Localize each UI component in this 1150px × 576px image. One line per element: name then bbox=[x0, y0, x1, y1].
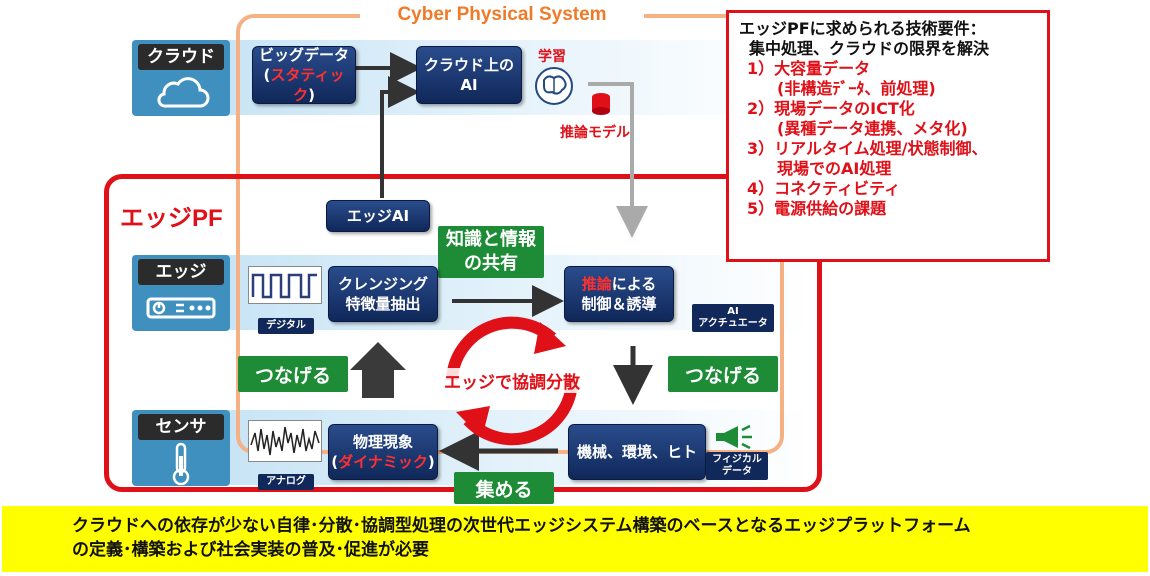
requirement-sub: (異種データ連携、メタ化) bbox=[777, 119, 968, 138]
megaphone-icon bbox=[716, 424, 752, 450]
big-data-box: ビッグデータ (スタティック) bbox=[252, 46, 356, 104]
physical-data-line2: データ bbox=[722, 466, 752, 477]
analog-signal-panel bbox=[248, 420, 322, 462]
coordinated-cycle-arrow-top bbox=[446, 316, 557, 381]
analog-wave-icon bbox=[250, 426, 320, 456]
requirement-item: 3）リアルタイム処理/状態制御、 bbox=[747, 139, 988, 158]
big-data-static: スタティック bbox=[270, 66, 345, 104]
big-data-paren-open: ( bbox=[263, 66, 271, 84]
edge-pf-label: エッジPF bbox=[120, 205, 223, 232]
knowledge-share-line1: 知識と情報 bbox=[446, 229, 536, 250]
coordinated-cycle-arrowhead-bottom bbox=[456, 406, 490, 438]
physical-data-tag: フィジカル データ bbox=[706, 452, 768, 480]
physics-paren-open: ( bbox=[331, 453, 339, 471]
requirement-item: 4）コネクティビティ bbox=[747, 179, 901, 198]
coordinated-label: エッジで協調分散 bbox=[428, 368, 596, 393]
physical-data-line1: フィジカル bbox=[712, 454, 762, 465]
cloud-ai-box: クラウド上の AI bbox=[416, 46, 522, 104]
ai-actuator-tag: AI アクチュエータ bbox=[692, 304, 774, 332]
requirement-item: 2）現場データのICT化 bbox=[747, 99, 915, 118]
big-data-paren-close: ) bbox=[308, 86, 315, 104]
physics-paren-close: ) bbox=[427, 453, 435, 471]
requirement-sub: (非構造ﾃﾞｰﾀ、前処理) bbox=[777, 79, 936, 98]
digital-tag: デジタル bbox=[258, 318, 314, 334]
analog-tag: アナログ bbox=[258, 474, 314, 490]
cleansing-line1: クレンジング bbox=[337, 275, 428, 293]
inference-control-box: 推論による 制御＆誘導 bbox=[564, 266, 674, 322]
digital-signal-panel bbox=[248, 266, 322, 304]
edge-device-icon bbox=[146, 297, 216, 319]
footer-line1: クラウドへの依存が少ない自律･分散･協調型処理の次世代エッジシステム構築のベース… bbox=[72, 516, 971, 536]
physics-line2: (ダイナミック) bbox=[331, 452, 434, 472]
footer-banner: クラウドへの依存が少ない自律･分散･協調型処理の次世代エッジシステム構築のベース… bbox=[2, 506, 1148, 572]
edge-ai-label: エッジAI bbox=[346, 207, 410, 225]
cleansing-line2: 特徴量抽出 bbox=[345, 295, 421, 313]
cloud-icon bbox=[157, 77, 210, 108]
collect-label: 集める bbox=[454, 472, 554, 504]
arrow-physics-to-cleansing bbox=[350, 342, 406, 398]
requirement-item: 1）大容量データ bbox=[747, 59, 871, 78]
requirement-item: 5）電源供給の課題 bbox=[747, 199, 887, 218]
ai-actuator-line1: AI bbox=[727, 306, 739, 317]
inference-model-label: 推論モデル bbox=[560, 125, 630, 141]
edge-layer-label: エッジ bbox=[138, 259, 224, 285]
digital-wave-icon bbox=[251, 273, 317, 299]
connect-right-label: つなげる bbox=[668, 356, 778, 392]
thermometer-icon bbox=[172, 442, 190, 486]
database-icon bbox=[592, 93, 610, 115]
cloud-ai-line1: クラウド上の bbox=[423, 56, 514, 74]
requirements-subheading: 集中処理、クラウドの限界を解決 bbox=[749, 39, 990, 58]
inference-control-line2: 制御＆誘導 bbox=[581, 295, 657, 313]
physics-dynamic: ダイナミック bbox=[338, 453, 428, 471]
edge-layer-tab: エッジ bbox=[132, 255, 230, 331]
cloud-layer-tab: クラウド bbox=[132, 40, 230, 116]
inference-red-word: 推論 bbox=[581, 275, 612, 293]
knowledge-share-line2: の共有 bbox=[464, 253, 518, 274]
coordinated-cycle-arrowhead-top bbox=[534, 322, 566, 354]
physics-box: 物理現象 (ダイナミック) bbox=[328, 424, 438, 480]
cps-label: Cyber Physical System bbox=[360, 4, 644, 26]
requirement-sub: 現場でのAI処理 bbox=[777, 159, 892, 178]
physics-line1: 物理現象 bbox=[352, 433, 413, 451]
arrow-edgeai-to-cloudai bbox=[380, 76, 420, 198]
cloud-layer-label: クラウド bbox=[138, 44, 224, 70]
requirements-box: エッジPFに求められる技術要件： 集中処理、クラウドの限界を解決 1）大容量デー… bbox=[726, 10, 1050, 262]
inference-control-line1: 推論による bbox=[582, 274, 657, 294]
brain-icon bbox=[535, 67, 573, 105]
connect-left-label: つなげる bbox=[238, 356, 348, 392]
knowledge-share-box: 知識と情報 の共有 bbox=[438, 226, 544, 278]
cloud-ai-line2: AI bbox=[460, 76, 478, 94]
sensor-layer-label: センサ bbox=[138, 414, 224, 440]
cleansing-box: クレンジング 特徴量抽出 bbox=[328, 266, 438, 322]
arrow-model-to-edge bbox=[588, 82, 648, 238]
inference-rest: による bbox=[611, 275, 657, 293]
learning-label: 学習 bbox=[538, 49, 566, 65]
machine-env-label: 機械、環境、ヒト bbox=[576, 443, 697, 461]
requirements-heading: エッジPFに求められる技術要件： bbox=[739, 19, 986, 38]
big-data-line2: (スタティック) bbox=[253, 65, 355, 105]
machine-env-box: 機械、環境、ヒト bbox=[568, 424, 706, 480]
sensor-layer-tab: センサ bbox=[132, 410, 230, 486]
big-data-line1: ビッグデータ bbox=[258, 46, 349, 64]
edge-ai-box: エッジAI bbox=[326, 200, 430, 232]
ai-actuator-line2: アクチュエータ bbox=[698, 318, 768, 329]
footer-line2: の定義･構築および社会実装の普及･促進が必要 bbox=[72, 540, 429, 560]
